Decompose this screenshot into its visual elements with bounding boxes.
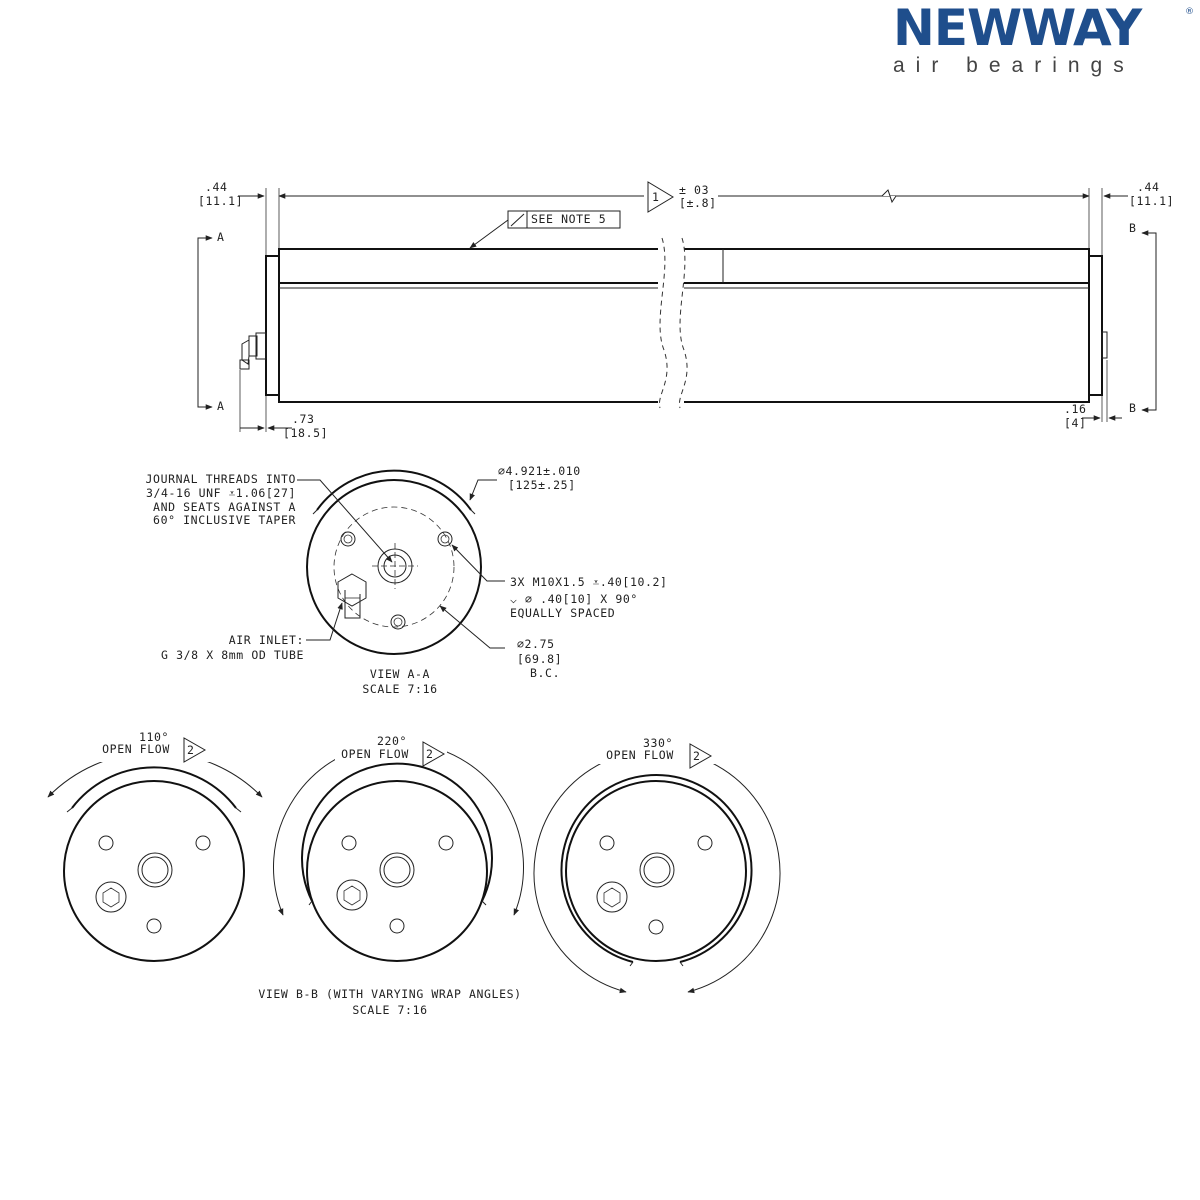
svg-text:220°: 220° [377,734,407,748]
svg-text:AND SEATS AGAINST A: AND SEATS AGAINST A [153,500,296,514]
view-a-scale: SCALE 7:16 [362,682,437,696]
svg-text:.73: .73 [292,412,315,426]
right-end-cap [1088,255,1103,396]
journal-leader [297,479,393,563]
wrap-330: 330° OPEN FLOW 2 [533,736,781,994]
view-b-title: VIEW B-B (WITH VARYING WRAP ANGLES) [258,987,521,1001]
break-line-right [678,237,688,409]
svg-text:EQUALLY SPACED: EQUALLY SPACED [510,606,615,620]
break-line-left [658,237,668,409]
section-b-line [1143,232,1157,411]
see-note-box [507,210,621,229]
svg-text:2: 2 [426,747,434,761]
svg-text:⌀4.921±.010: ⌀4.921±.010 [498,464,581,478]
svg-text:SEE NOTE 5: SEE NOTE 5 [531,212,606,226]
svg-text:2: 2 [187,743,195,757]
mounting-holes [340,531,453,630]
svg-text:.44: .44 [205,180,228,194]
svg-text:[18.5]: [18.5] [283,426,328,440]
bearing-wrap-arc [316,469,472,511]
svg-text:[69.8]: [69.8] [517,652,562,666]
inlet-leader [306,602,343,641]
diameter-leader [469,479,497,501]
view-a-title: VIEW A-A [370,667,430,681]
svg-text:[125±.25]: [125±.25] [508,478,576,492]
svg-text:2: 2 [693,749,701,763]
bc-leader [439,605,505,649]
svg-text:3X M10X1.5 ⩡.40[10.2]: 3X M10X1.5 ⩡.40[10.2] [510,575,668,589]
svg-text:B.C.: B.C. [530,666,560,680]
svg-text:[11.1]: [11.1] [198,194,243,208]
air-fitting [239,332,267,370]
right-boss [1101,331,1108,359]
bolt-circle [333,506,455,628]
air-inlet-fitting [337,573,367,619]
svg-text:110°: 110° [139,730,169,744]
svg-text:OPEN FLOW: OPEN FLOW [341,747,409,761]
logo-tagline: air bearings [893,54,1135,77]
svg-text:⌀2.75: ⌀2.75 [517,637,555,651]
svg-text:A: A [217,230,225,244]
svg-text:A: A [217,399,225,413]
svg-text:G 3/8 X 8mm OD TUBE: G 3/8 X 8mm OD TUBE [161,648,304,662]
svg-text:AIR INLET:: AIR INLET: [229,633,304,647]
svg-text:⌵ ⌀ .40[10] X 90°: ⌵ ⌀ .40[10] X 90° [510,592,638,606]
view-b-b: 110° OPEN FLOW 2 220° OPEN FLOW 2 [47,730,781,1017]
svg-text:60° INCLUSIVE TAPER: 60° INCLUSIVE TAPER [153,513,296,527]
wrap-110: 110° OPEN FLOW 2 [47,730,263,962]
svg-text:.44: .44 [1137,180,1160,194]
svg-text:B: B [1129,221,1137,235]
logo-name: NEWWAY [893,0,1143,57]
svg-text:.16: .16 [1064,402,1087,416]
section-a-line [197,237,212,408]
svg-text:± 03: ± 03 [679,183,709,197]
side-view: 1 ± 03 [±.8] .44 [11.1] .44 [11.1] SEE N… [197,180,1174,440]
svg-text:OPEN FLOW: OPEN FLOW [102,742,170,756]
svg-text:1: 1 [652,190,660,204]
newway-logo: NEWWAY ® air bearings [893,0,1194,77]
svg-text:330°: 330° [643,736,673,750]
svg-text:[11.1]: [11.1] [1129,194,1174,208]
left-end-cap [265,255,280,396]
svg-text:JOURNAL THREADS INTO: JOURNAL THREADS INTO [146,472,296,486]
svg-text:3/4-16 UNF ⩡1.06[27]: 3/4-16 UNF ⩡1.06[27] [146,486,296,500]
svg-text:B: B [1129,401,1137,415]
svg-text:[4]: [4] [1064,416,1087,430]
note-1-triangle [647,181,674,213]
svg-text:[±.8]: [±.8] [679,196,717,210]
registered-mark: ® [1185,7,1194,17]
view-b-scale: SCALE 7:16 [352,1003,427,1017]
holes-leader [451,544,505,582]
roller-end-circle [306,479,482,655]
wrap-220: 220° OPEN FLOW 2 [273,734,524,962]
svg-text:OPEN FLOW: OPEN FLOW [606,748,674,762]
view-a-a: JOURNAL THREADS INTO 3/4-16 UNF ⩡1.06[27… [146,464,668,696]
